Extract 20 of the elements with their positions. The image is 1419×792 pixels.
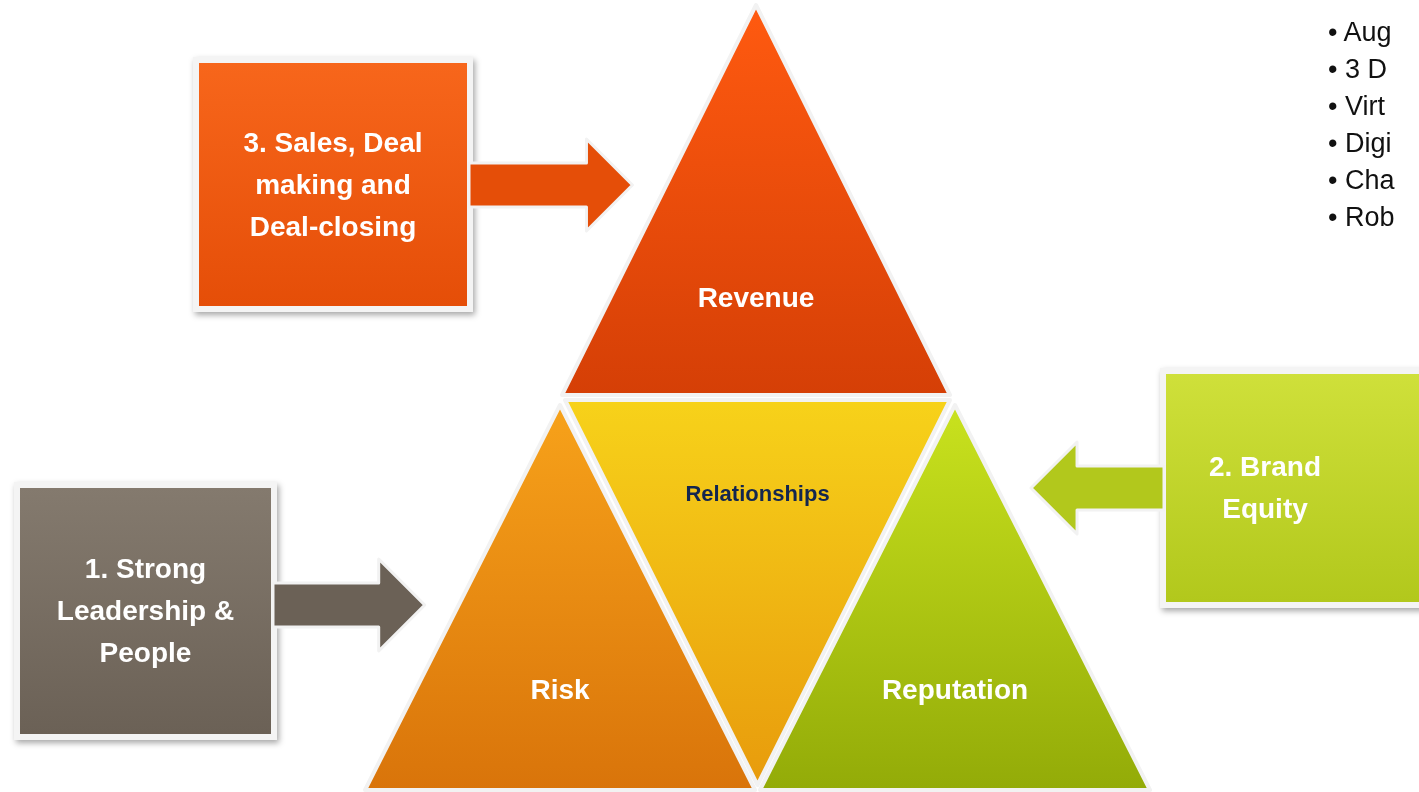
block-arrow bbox=[1029, 440, 1166, 536]
triangle-label: Relationships bbox=[685, 481, 830, 508]
process-box bbox=[193, 57, 473, 312]
bullet-item: • Aug bbox=[1328, 16, 1393, 49]
triangle-shape bbox=[560, 3, 952, 397]
box-label: 3. Sales, Deal making and Deal-closing bbox=[242, 125, 424, 244]
block-arrow bbox=[271, 557, 427, 653]
bullet-item: • Rob bbox=[1328, 201, 1395, 234]
triangle-label: Reputation bbox=[881, 673, 1029, 706]
box-label: 2. Brand Equity bbox=[1208, 450, 1322, 526]
process-box bbox=[1160, 368, 1419, 608]
bullet-item: • Cha bbox=[1328, 164, 1395, 197]
box-label: 1. Strong Leadership & People bbox=[55, 552, 236, 670]
block-arrow bbox=[467, 137, 634, 233]
bullet-item: • 3 D bbox=[1328, 53, 1388, 86]
bullet-item: • Virt bbox=[1328, 90, 1386, 123]
process-box bbox=[14, 482, 277, 740]
bullet-item: • Digi bbox=[1328, 127, 1393, 160]
triangle-label: Risk bbox=[530, 673, 590, 706]
triangle-label: Revenue bbox=[697, 281, 815, 314]
